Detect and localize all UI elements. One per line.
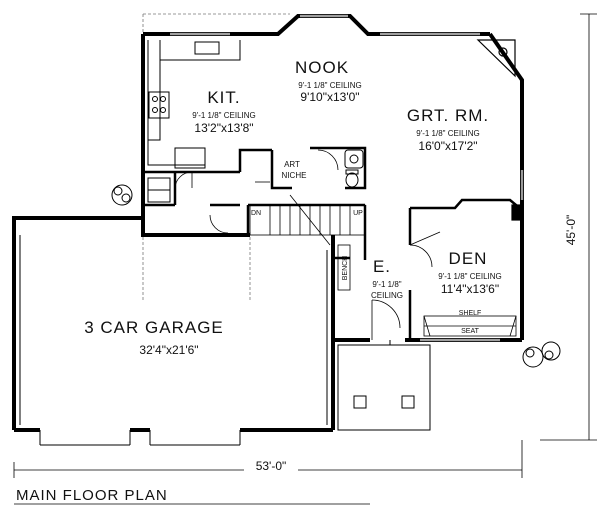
- window-frames: [170, 14, 524, 342]
- den-name: DEN: [449, 249, 488, 268]
- entry-ceiling-2: CEILING: [371, 291, 403, 300]
- shelf-label: SHELF: [459, 310, 482, 317]
- grt-rm-size: 16'0"x17'2": [418, 139, 477, 153]
- stair-down-label: DN: [251, 210, 261, 217]
- nook-name: NOOK: [295, 58, 349, 77]
- room-labels: NOOK 9'-1 1/8" CEILING 9'10"x13'0" KIT. …: [84, 58, 502, 357]
- kit-ceiling: 9'-1 1/8" CEILING: [192, 111, 256, 120]
- nook-ceiling: 9'-1 1/8" CEILING: [298, 81, 362, 90]
- kit-size: 13'2"x13'8": [194, 121, 253, 135]
- den-size: 11'4"x13'6": [441, 282, 499, 296]
- overall-depth-label: 45'-0": [564, 215, 578, 246]
- garage-door-lines: [19, 235, 328, 446]
- overall-width-label: 53'-0": [256, 459, 287, 473]
- door-swings: [174, 149, 441, 340]
- landscape-shrubs: [111, 184, 561, 368]
- entry-ceiling-1: 9'-1 1/8": [372, 280, 401, 289]
- built-ins: [337, 244, 517, 337]
- art-niche-label-2: NICHE: [282, 171, 307, 180]
- upper-floor-outline: [142, 13, 290, 300]
- staircase: [249, 194, 366, 246]
- dimension-labels: 53'-0" 45'-0": [244, 205, 579, 474]
- fireplace: [476, 39, 523, 221]
- windows: [170, 14, 524, 342]
- garage-name: 3 CAR GARAGE: [84, 318, 224, 337]
- kit-name: KIT.: [207, 88, 240, 107]
- kitchen-counters: [147, 40, 241, 203]
- nook-size: 9'10"x13'0": [300, 90, 359, 104]
- den-ceiling: 9'-1 1/8" CEILING: [438, 272, 502, 281]
- grt-rm-ceiling: 9'-1 1/8" CEILING: [416, 129, 480, 138]
- plan-title: MAIN FLOOR PLAN: [16, 487, 168, 504]
- stair-up-label: UP: [353, 210, 363, 217]
- garage-walls: [12, 216, 335, 432]
- seat-label: SEAT: [461, 328, 479, 335]
- front-porch: [337, 340, 431, 431]
- garage-size: 32'4"x21'6": [139, 343, 198, 357]
- bench-label: BENCH: [342, 256, 349, 281]
- art-niche-label-1: ART: [284, 160, 300, 169]
- bath-fixtures: [344, 149, 364, 188]
- entry-name: E.: [373, 257, 391, 276]
- grt-rm-name: GRT. RM.: [407, 106, 489, 125]
